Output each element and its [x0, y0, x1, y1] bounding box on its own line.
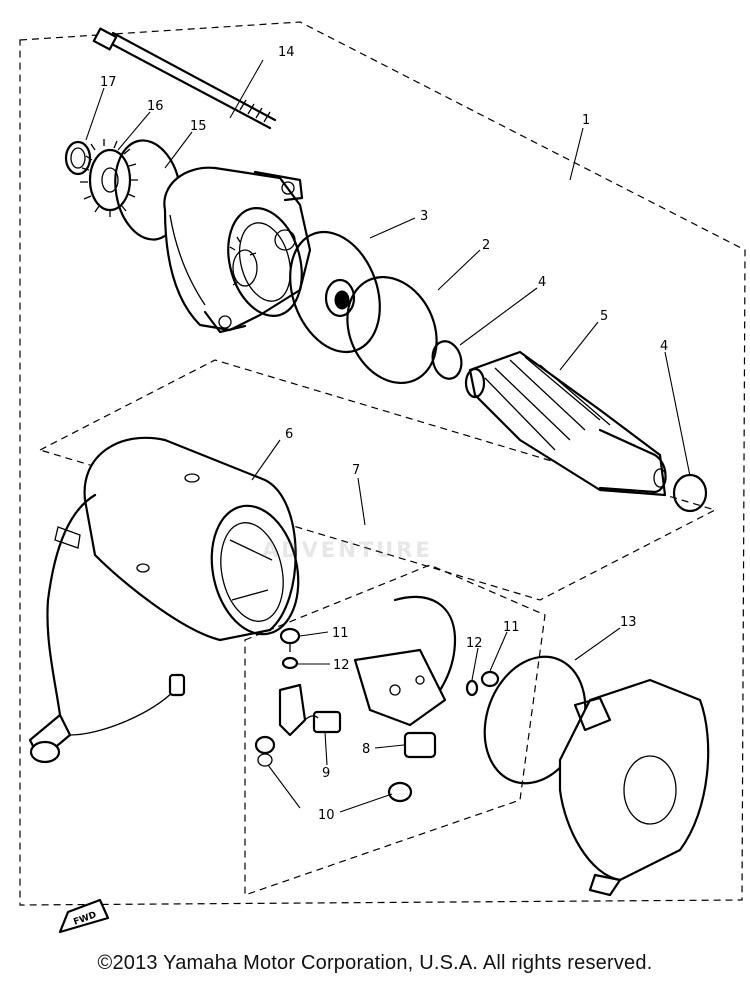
callout-13: 13	[620, 615, 637, 630]
watermark-text: ADVENTURE	[262, 538, 433, 562]
callout-15: 15	[190, 119, 207, 134]
callout-1: 1	[582, 113, 590, 128]
armature	[464, 350, 667, 497]
screw-left	[279, 627, 301, 652]
callout-14: 14	[278, 45, 295, 60]
callout-4-lower: 4	[660, 339, 668, 354]
callout-12-left: 12	[333, 658, 350, 673]
leader-lines	[85, 59, 691, 813]
callout-labels: 14 17 16 15 1 3 2 4 5 4 6 7 11 12 12 11 …	[100, 45, 668, 823]
brush-spring-left	[254, 735, 276, 767]
callout-6: 6	[285, 427, 293, 442]
o-ring-middle	[346, 275, 438, 385]
copyright-footer: ©2013 Yamaha Motor Corporation, U.S.A. A…	[97, 952, 653, 974]
assembly-boundary-dashed	[19, 21, 746, 906]
pinion-gear	[80, 139, 138, 217]
callout-7: 7	[352, 463, 360, 478]
washer-lower	[672, 473, 708, 513]
brush-left	[278, 683, 342, 737]
callout-16: 16	[147, 99, 164, 114]
callout-11-left: 11	[332, 626, 349, 641]
callout-4-upper: 4	[538, 275, 546, 290]
washer-left	[281, 656, 299, 670]
brush-right	[403, 731, 437, 759]
callout-12-right: 12	[466, 636, 483, 651]
callout-17: 17	[100, 75, 117, 90]
screw-right	[480, 670, 500, 688]
callout-5: 5	[600, 309, 608, 324]
front-cover-housing	[163, 166, 312, 334]
brush-spring-right	[387, 781, 413, 803]
callout-2: 2	[482, 238, 490, 253]
brush-group-dashed	[244, 564, 546, 896]
forward-direction-arrow: FWD	[58, 898, 110, 934]
yoke-assembly	[28, 436, 300, 764]
washer-right	[465, 679, 479, 697]
callout-10: 10	[318, 808, 335, 823]
callout-9: 9	[322, 766, 330, 781]
brush-holder-plate	[353, 595, 457, 727]
callout-8: 8	[362, 742, 370, 757]
callout-3: 3	[420, 209, 428, 224]
through-bolt	[92, 27, 277, 130]
callout-11-right: 11	[503, 620, 520, 635]
rear-cover	[558, 678, 710, 897]
washer-upper	[431, 340, 463, 380]
